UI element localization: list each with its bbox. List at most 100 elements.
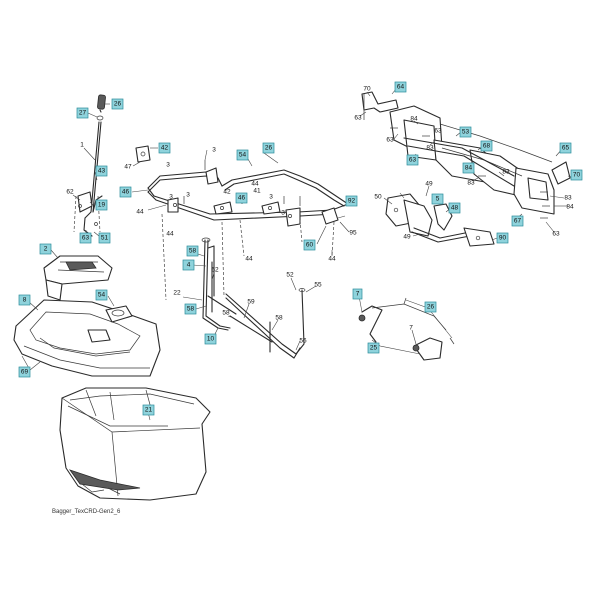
label-58d[interactable]: 58 — [275, 315, 283, 322]
svg-text:27: 27 — [79, 110, 87, 117]
label-83b[interactable]: 83 — [502, 169, 510, 176]
callout-48[interactable]: 48 — [448, 202, 461, 214]
label-42b[interactable]: 42 — [223, 189, 231, 196]
label-83c[interactable]: 83 — [467, 180, 475, 187]
label-3c[interactable]: 3 — [186, 192, 190, 199]
lower-rods — [182, 237, 317, 359]
callout-25[interactable]: 25 — [367, 342, 380, 354]
svg-text:2: 2 — [44, 246, 48, 253]
callout-27[interactable]: 27 — [76, 107, 89, 119]
callout-54b[interactable]: 54 — [95, 289, 108, 301]
label-44-lever[interactable]: 44 — [136, 209, 144, 216]
linkage-assembly — [383, 185, 498, 247]
callout-19[interactable]: 19 — [95, 199, 108, 211]
label-70a[interactable]: 70 — [363, 86, 371, 93]
label-47[interactable]: 47 — [124, 164, 132, 171]
label-83d[interactable]: 83 — [564, 195, 572, 202]
svg-text:53: 53 — [462, 129, 470, 136]
callout-51[interactable]: 51 — [98, 232, 111, 244]
label-95[interactable]: 95 — [349, 230, 357, 237]
svg-text:60: 60 — [306, 242, 314, 249]
callout-92[interactable]: 92 — [345, 195, 358, 207]
svg-text:4: 4 — [187, 262, 191, 269]
svg-text:26: 26 — [427, 304, 435, 311]
label-7b[interactable]: 7 — [409, 325, 413, 332]
callout-53[interactable]: 53 — [459, 126, 472, 138]
label-58c[interactable]: 58 — [222, 310, 230, 317]
label-62b[interactable]: 62 — [211, 267, 219, 274]
callout-8[interactable]: 8 — [18, 294, 31, 306]
callout-63[interactable]: 63 — [79, 232, 92, 244]
svg-text:26: 26 — [114, 101, 122, 108]
svg-text:63: 63 — [82, 235, 90, 242]
label-63d[interactable]: 63 — [386, 137, 394, 144]
label-3a[interactable]: 3 — [166, 162, 170, 169]
label-62[interactable]: 62 — [66, 189, 74, 196]
callout-70b[interactable]: 70 — [570, 169, 583, 181]
callout-46b[interactable]: 46 — [235, 192, 248, 204]
bagger-lid — [13, 249, 161, 377]
callout-2[interactable]: 2 — [39, 243, 52, 255]
svg-text:54: 54 — [239, 152, 247, 159]
svg-text:42: 42 — [161, 145, 169, 152]
callout-26b[interactable]: 26 — [262, 142, 275, 154]
label-50[interactable]: 50 — [374, 194, 382, 201]
svg-text:69: 69 — [21, 369, 29, 376]
callout-60[interactable]: 60 — [303, 239, 316, 251]
label-63f[interactable]: 63 — [552, 231, 560, 238]
label-41[interactable]: 41 — [253, 188, 261, 195]
callout-54[interactable]: 54 — [236, 149, 249, 161]
callouts: 26 27 43 19 63 51 42 54 46 26 46 92 60 5… — [18, 81, 583, 416]
svg-text:46: 46 — [238, 195, 246, 202]
label-3e[interactable]: 3 — [281, 210, 285, 217]
svg-text:26: 26 — [265, 145, 273, 152]
callout-4[interactable]: 4 — [182, 259, 195, 271]
upper-frame — [131, 145, 353, 301]
callout-42[interactable]: 42 — [158, 142, 171, 154]
callout-68[interactable]: 68 — [480, 140, 493, 152]
svg-text:65: 65 — [562, 145, 570, 152]
label-83a[interactable]: 83 — [426, 145, 434, 152]
callout-64[interactable]: 64 — [394, 81, 407, 93]
label-44e[interactable]: 44 — [328, 256, 336, 263]
label-49a[interactable]: 49 — [425, 181, 433, 188]
callout-46[interactable]: 46 — [119, 186, 132, 198]
callout-58b[interactable]: 58 — [184, 303, 197, 315]
callout-84b[interactable]: 84 — [462, 162, 475, 174]
grass-bag — [59, 387, 211, 501]
svg-text:19: 19 — [98, 202, 106, 209]
label-44b[interactable]: 44 — [251, 181, 259, 188]
callout-90[interactable]: 90 — [496, 232, 509, 244]
callout-63c[interactable]: 63 — [406, 154, 419, 166]
label-55[interactable]: 55 — [314, 282, 322, 289]
callout-7a[interactable]: 7 — [352, 288, 363, 300]
callout-10[interactable]: 10 — [204, 333, 217, 345]
label-3-left[interactable]: 3 — [169, 194, 173, 201]
callout-65[interactable]: 65 — [559, 142, 572, 154]
callout-67[interactable]: 67 — [511, 215, 524, 227]
label-63e[interactable]: 63 — [434, 128, 442, 135]
svg-text:64: 64 — [397, 84, 405, 91]
label-84a[interactable]: 84 — [410, 116, 418, 123]
callout-26[interactable]: 26 — [111, 98, 124, 110]
callout-58a[interactable]: 58 — [186, 245, 199, 257]
callout-69[interactable]: 69 — [18, 366, 31, 378]
callout-26c[interactable]: 26 — [424, 301, 437, 313]
label-84c[interactable]: 84 — [566, 204, 574, 211]
callout-43[interactable]: 43 — [95, 165, 108, 177]
label-44c[interactable]: 44 — [166, 231, 174, 238]
label-44d[interactable]: 44 — [245, 256, 253, 263]
label-49b[interactable]: 49 — [403, 234, 411, 241]
label-1[interactable]: 1 — [80, 142, 84, 149]
svg-text:10: 10 — [207, 336, 215, 343]
label-3-top[interactable]: 3 — [212, 147, 216, 154]
label-56[interactable]: 56 — [299, 338, 307, 345]
label-22[interactable]: 22 — [173, 290, 181, 297]
svg-text:63: 63 — [409, 157, 417, 164]
callout-21[interactable]: 21 — [142, 404, 155, 416]
label-59[interactable]: 59 — [247, 299, 255, 306]
label-3d[interactable]: 3 — [269, 194, 273, 201]
label-52[interactable]: 52 — [286, 272, 294, 279]
label-63b[interactable]: 63 — [354, 115, 362, 122]
callout-5[interactable]: 5 — [431, 193, 444, 205]
